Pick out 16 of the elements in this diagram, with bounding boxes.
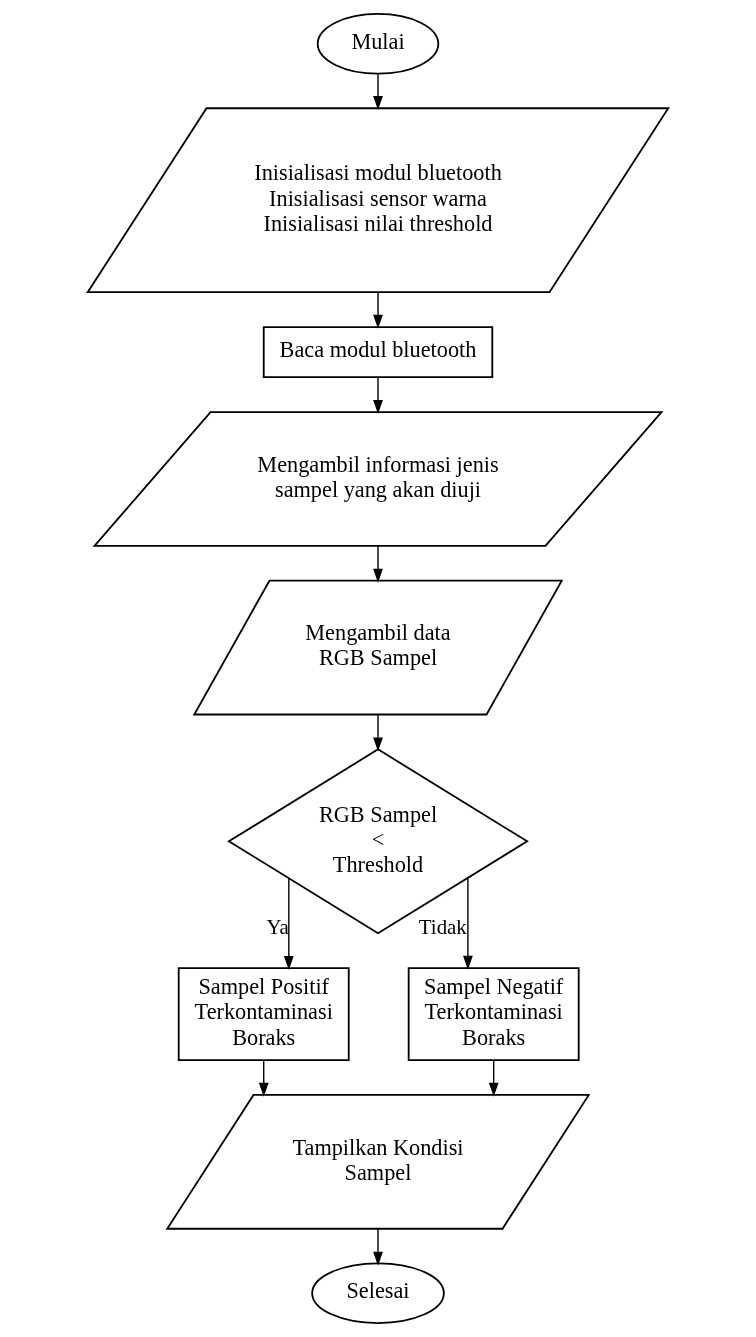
arrow (373, 72, 383, 111)
node-box: Sampel Positif Terkontaminasi Boraks (177, 967, 350, 1062)
node-box: Baca modul bluetooth (262, 326, 494, 379)
node-ellipse: Mulai (316, 13, 440, 75)
arrow (258, 1059, 269, 1097)
arrow (463, 877, 473, 970)
arrow (488, 1059, 499, 1097)
node-ellipse: Selesai (311, 1262, 445, 1324)
arrow (373, 291, 383, 329)
node-box: Sampel Negatif Terkontaminasi Boraks (407, 967, 580, 1062)
arrow (373, 714, 383, 752)
edge-label: Tidak (418, 914, 467, 939)
arrow (373, 1228, 383, 1266)
arrow (373, 377, 383, 414)
arrow (373, 545, 383, 583)
arrow (283, 877, 294, 970)
